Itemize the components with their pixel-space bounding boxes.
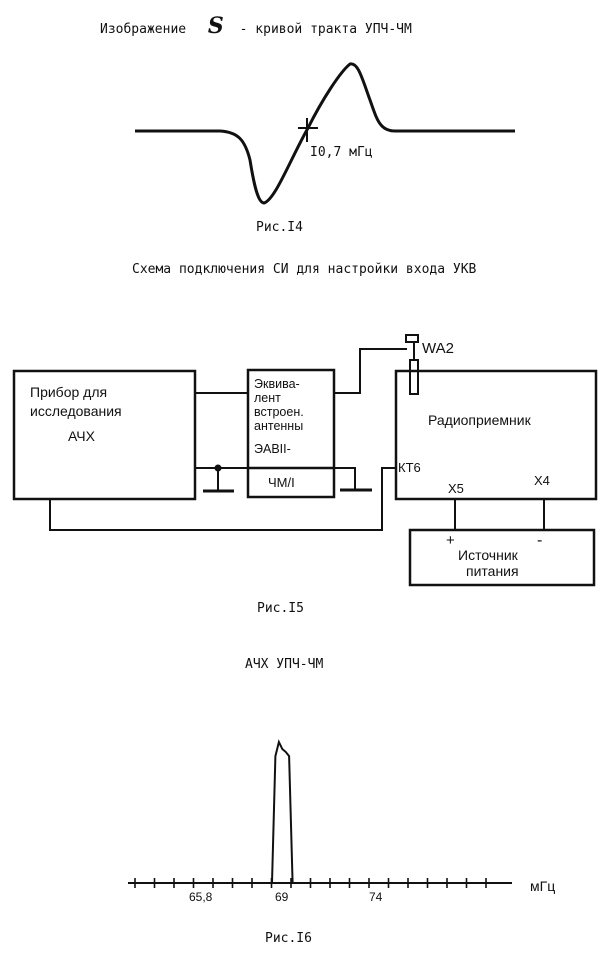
fig15-caption: Рис.I5 bbox=[257, 601, 304, 616]
minus-sign: - bbox=[537, 532, 542, 549]
x5-label: Х5 bbox=[448, 481, 464, 496]
tick-label-74: 74 bbox=[369, 890, 383, 904]
equiv-line-4: антенны bbox=[254, 419, 303, 433]
fig14-title-before: Изображение bbox=[100, 22, 187, 37]
ach-curve bbox=[271, 739, 296, 884]
fig14-title: Изображение S - кривой тракта УПЧ-ЧМ bbox=[100, 13, 412, 39]
x-axis-ticks bbox=[134, 878, 487, 888]
device-line-3: АЧХ bbox=[68, 428, 96, 444]
s-curve bbox=[135, 62, 515, 205]
fig14-title-after: - кривой тракта УПЧ-ЧМ bbox=[239, 22, 412, 37]
receiver-box bbox=[394, 369, 598, 501]
fig16-caption: Рис.I6 bbox=[265, 931, 312, 946]
plus-sign: + bbox=[446, 532, 455, 549]
ground-right-lead bbox=[334, 467, 356, 490]
antenna-rod bbox=[409, 359, 419, 395]
x-axis-unit: мГц bbox=[530, 878, 555, 894]
kt6-label: КТ6 bbox=[398, 460, 421, 475]
fig16-title: АЧХ УПЧ-ЧМ bbox=[245, 657, 323, 672]
wire-equiv-antenna bbox=[334, 348, 407, 394]
device-line-1: Прибор для bbox=[30, 384, 107, 400]
wire-device-kt6 bbox=[49, 467, 396, 531]
device-line-2: исследования bbox=[30, 403, 122, 419]
equivalent-box bbox=[246, 368, 336, 499]
receiver-label: Радиоприемник bbox=[428, 412, 532, 428]
fig14-caption: Рис.I4 bbox=[256, 220, 303, 235]
equiv-line-2: лент bbox=[254, 391, 281, 405]
antenna-label: WA2 bbox=[422, 340, 454, 357]
x4-label: Х4 bbox=[534, 473, 550, 488]
fig15-title: Схема подключения СИ для настройки входа… bbox=[132, 262, 477, 277]
curve-marker-label: I0,7 мГц bbox=[310, 145, 373, 160]
tick-label-65-8: 65,8 bbox=[189, 890, 213, 904]
fig14-title-symbol: S bbox=[207, 13, 224, 39]
ach-chart: 65,8 69 74 мГц bbox=[128, 739, 555, 904]
power-line-1: Источник bbox=[458, 547, 519, 563]
power-line-2: питания bbox=[466, 563, 519, 579]
power-box bbox=[408, 528, 596, 587]
equiv-line-1: Эквива- bbox=[254, 377, 300, 391]
equiv-line-3: встроен. bbox=[254, 405, 304, 419]
equiv-bottom-label: ЧМ/I bbox=[268, 475, 295, 490]
tick-label-69: 69 bbox=[275, 890, 289, 904]
equiv-line-5: ЭАВII- bbox=[254, 442, 291, 456]
antenna-head bbox=[405, 334, 419, 343]
device-box bbox=[12, 369, 197, 501]
